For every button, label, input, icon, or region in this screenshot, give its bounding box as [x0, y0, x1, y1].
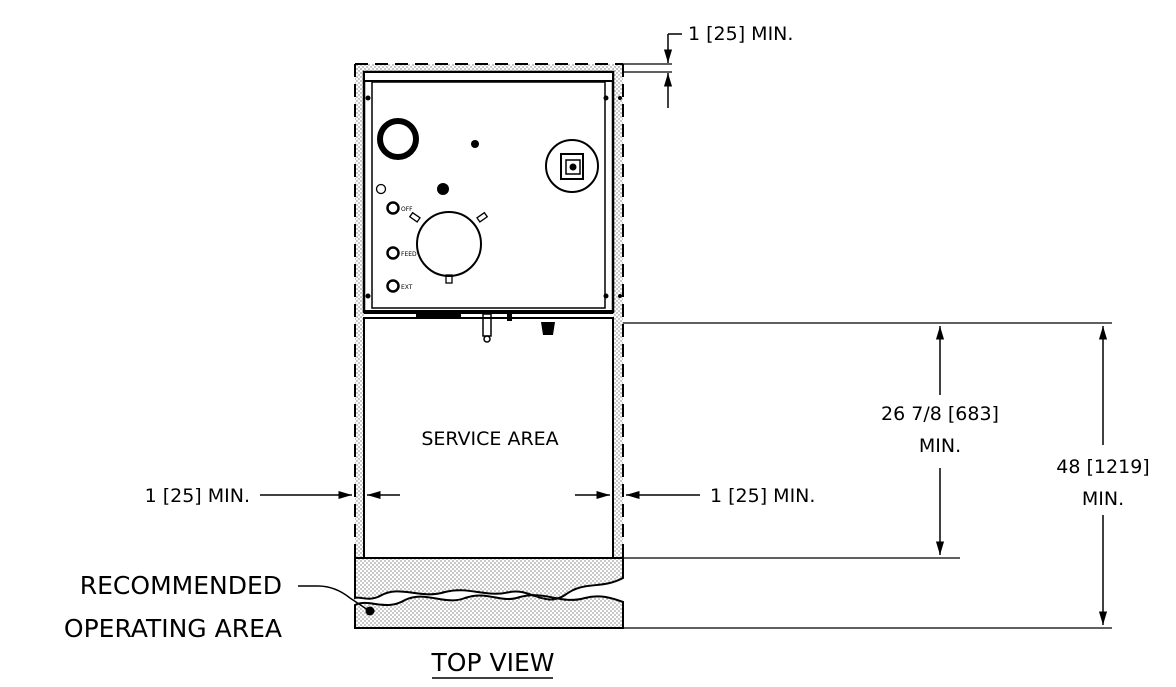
screw [365, 293, 371, 299]
service-depth-label-line1: 26 7/8 [683] [881, 403, 999, 425]
top-clearance-dimension: 1 [25] MIN. [623, 23, 793, 108]
operating-area-label-line1: RECOMMENDED [80, 571, 282, 600]
tank [416, 211, 482, 277]
right-clearance-label: 1 [25] MIN. [710, 485, 815, 507]
view-title-label: TOP VIEW [431, 648, 555, 677]
service-depth-label-line2: MIN. [919, 435, 961, 457]
service-area-label: SERVICE AREA [421, 428, 558, 450]
overall-depth-label-line1: 48 [1219] [1056, 456, 1149, 478]
valve-label: OFF [401, 206, 413, 213]
left-clearance-label: 1 [25] MIN. [145, 485, 250, 507]
screw [618, 294, 622, 298]
overall-depth-label-line2: MIN. [1082, 488, 1124, 510]
operating-area-callout: RECOMMENDED OPERATING AREA [64, 571, 375, 643]
fitting [437, 183, 449, 195]
screw [618, 96, 622, 100]
screw [365, 95, 371, 101]
port-ring [377, 118, 419, 160]
valve [386, 279, 400, 293]
screw [603, 95, 609, 101]
valve-label: FEED [401, 251, 417, 258]
equipment-unit: OFF FEED EXT [362, 70, 622, 343]
operating-area-label-line2: OPERATING AREA [64, 614, 282, 643]
port-dot [471, 140, 479, 148]
valve-label: EXT [401, 284, 413, 291]
clearance-zone [354, 63, 624, 558]
service-depth-dimension: 26 7/8 [683] MIN. [613, 322, 999, 559]
right-clearance-dimension: 1 [25] MIN. [575, 485, 815, 507]
screw [603, 293, 609, 299]
valve [386, 246, 400, 260]
operating-area-band [354, 557, 624, 629]
fitting [375, 183, 387, 195]
view-title: TOP VIEW [431, 648, 555, 679]
valve [386, 201, 400, 215]
overall-depth-dimension: 48 [1219] MIN. [623, 322, 1150, 629]
top-clearance-label: 1 [25] MIN. [688, 23, 793, 45]
gauge [545, 139, 599, 193]
service-area: SERVICE AREA [363, 317, 614, 559]
left-clearance-dimension: 1 [25] MIN. [145, 485, 400, 507]
